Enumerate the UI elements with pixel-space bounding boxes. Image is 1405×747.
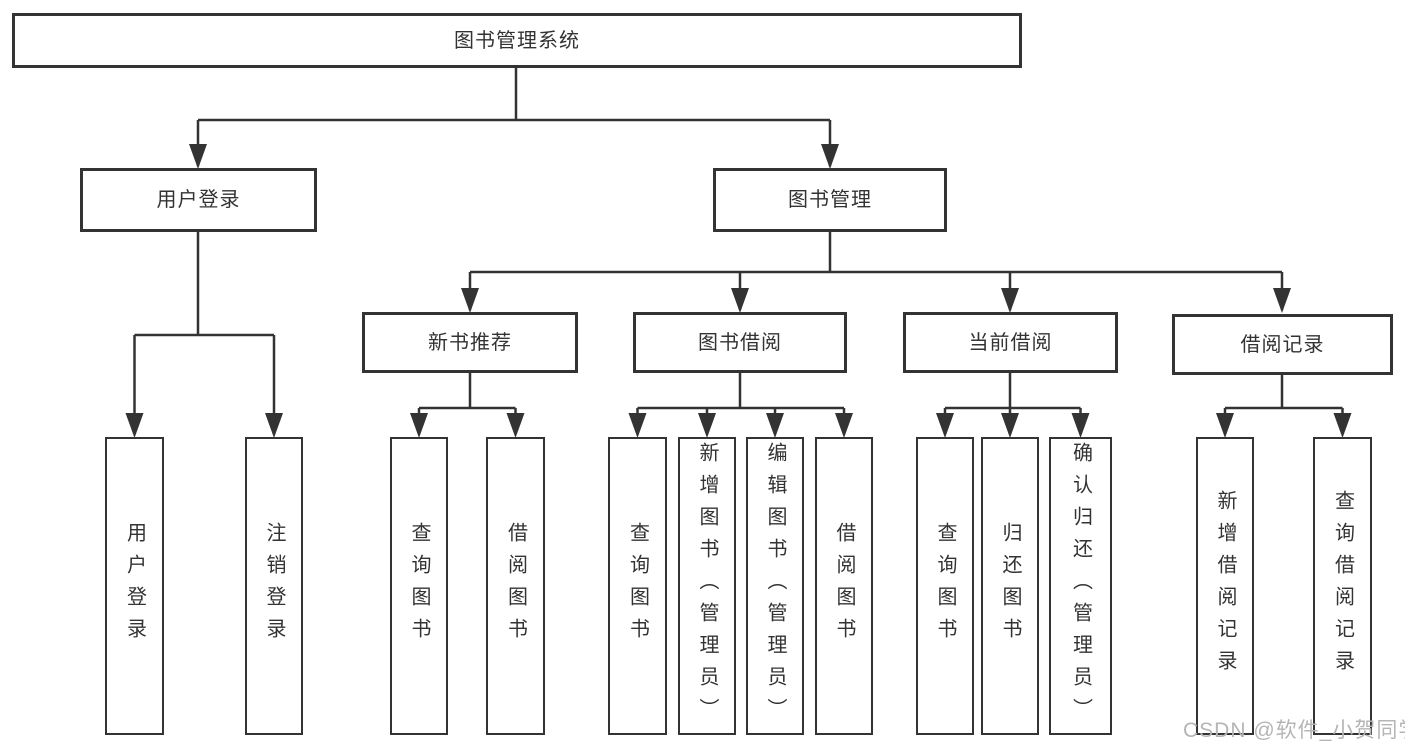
arrow-down-icon <box>835 413 853 438</box>
leaf-borrowing-edit-book-admin: 编辑图书（管理员） <box>746 437 804 735</box>
node-label: 图书管理系统 <box>454 29 580 52</box>
arrow-down-icon <box>461 288 479 313</box>
leaf-borrowing-add-book-admin: 新增图书（管理员） <box>678 437 736 735</box>
leaf-current-return-books: 归还图书 <box>981 437 1039 735</box>
leaf-label: 借阅图书 <box>833 522 855 650</box>
node-label: 用户登录 <box>156 189 241 211</box>
connector-user-login-branch <box>133 232 276 434</box>
leaf-newbooks-query-books: 查询图书 <box>390 437 448 735</box>
leaf-label: 归还图书 <box>999 522 1021 650</box>
leaf-current-query-books: 查询图书 <box>916 437 974 735</box>
connector-lines <box>133 68 1344 434</box>
connector-leaf-stems <box>417 408 1344 434</box>
arrow-down-icon <box>936 413 954 438</box>
node-book-management: 图书管理 <box>713 168 947 232</box>
leaf-records-query-record: 查询借阅记录 <box>1313 437 1372 735</box>
arrow-down-icon <box>1216 413 1234 438</box>
leaf-label: 查询图书 <box>934 522 956 650</box>
node-borrowing-records: 借阅记录 <box>1172 314 1393 375</box>
csdn-watermark: CSDN @软件_小贺同学 <box>1183 719 1405 742</box>
arrow-down-icons <box>125 144 1352 438</box>
arrow-down-icon <box>698 413 716 438</box>
leaf-label: 新增借阅记录 <box>1214 490 1236 682</box>
arrow-down-icon <box>125 413 144 438</box>
connector-root-trunk <box>196 68 832 166</box>
leaf-newbooks-borrow-books: 借阅图书 <box>486 437 545 735</box>
arrow-down-icon <box>1071 413 1090 438</box>
connector-level3-trunks <box>468 373 1284 408</box>
leaf-label: 借阅图书 <box>504 522 527 650</box>
arrow-down-icon <box>1273 288 1291 313</box>
leaf-label: 查询图书 <box>408 522 430 650</box>
leaf-borrowing-query-books: 查询图书 <box>608 437 667 735</box>
arrow-down-icon <box>1333 413 1352 438</box>
arrow-down-icon <box>410 413 428 438</box>
node-label: 新书推荐 <box>428 331 512 354</box>
node-current-borrowing: 当前借阅 <box>903 312 1118 373</box>
leaf-label: 查询借阅记录 <box>1331 490 1354 682</box>
leaf-label: 新增图书（管理员） <box>696 442 718 730</box>
leaf-label: 编辑图书（管理员） <box>764 442 786 730</box>
arrow-down-icon <box>1001 413 1019 438</box>
node-label: 图书借阅 <box>698 331 782 354</box>
arrow-down-icon <box>189 144 207 169</box>
node-label: 当前借阅 <box>968 331 1053 354</box>
leaf-current-confirm-return-admin: 确认归还（管理员） <box>1049 437 1112 735</box>
node-label: 借阅记录 <box>1240 333 1325 356</box>
node-library-system: 图书管理系统 <box>12 13 1022 68</box>
arrow-down-icon <box>821 144 839 169</box>
arrow-down-icon <box>766 413 784 438</box>
node-user-login: 用户登录 <box>80 168 317 232</box>
arrow-down-icon <box>628 413 647 438</box>
leaf-records-add-record: 新增借阅记录 <box>1196 437 1254 735</box>
leaf-label: 用户登录 <box>123 522 146 650</box>
node-label: 图书管理 <box>788 189 872 211</box>
arrow-down-icon <box>1001 288 1019 313</box>
leaf-user-login: 用户登录 <box>105 437 164 735</box>
leaf-borrowing-borrow-books: 借阅图书 <box>815 437 873 735</box>
arrow-down-icon <box>265 413 283 438</box>
node-book-borrowing: 图书借阅 <box>633 312 847 373</box>
connector-book-mgmt-branch <box>468 232 1284 310</box>
leaf-label: 确认归还（管理员） <box>1069 442 1092 730</box>
arrow-down-icon <box>506 413 525 438</box>
node-new-book-recommendation: 新书推荐 <box>362 312 578 373</box>
leaf-label: 查询图书 <box>626 522 649 650</box>
arrow-down-icon <box>731 288 749 313</box>
leaf-logout: 注销登录 <box>245 437 303 735</box>
leaf-label: 注销登录 <box>263 522 285 650</box>
